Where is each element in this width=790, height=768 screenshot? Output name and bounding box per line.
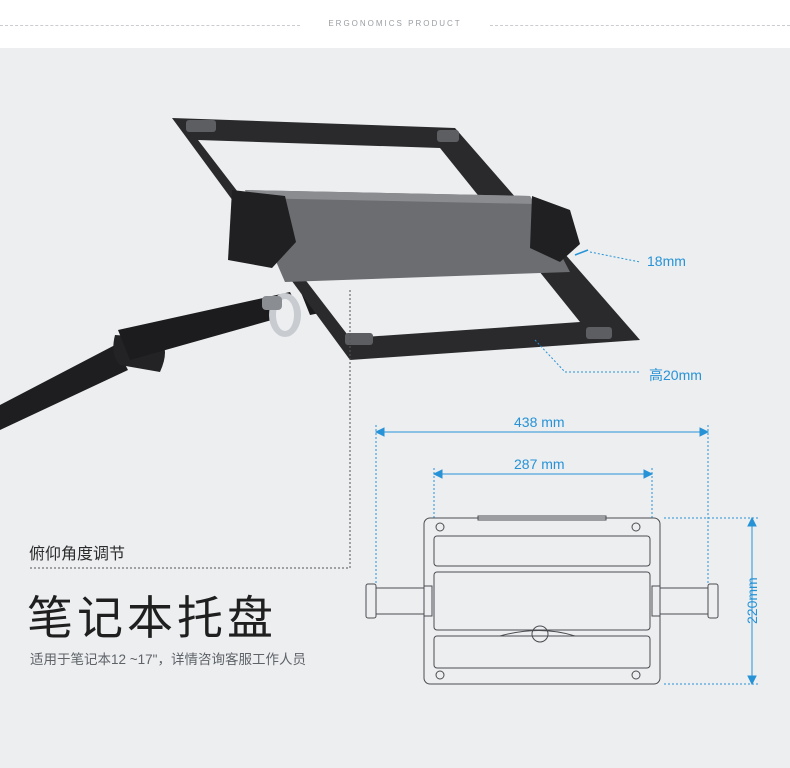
header-bar: ERGONOMICS PRODUCT <box>0 0 790 48</box>
inner-width-label: 287 mm <box>514 456 565 472</box>
feature-subtitle: 俯仰角度调节 <box>29 546 126 563</box>
header-divider-left <box>0 25 300 26</box>
tray-outline-drawing <box>365 515 719 685</box>
tray <box>172 118 640 360</box>
header-title: ERGONOMICS PRODUCT <box>328 19 462 28</box>
height-label: 高20mm <box>649 367 702 383</box>
depth-label: 220mm <box>744 577 760 624</box>
compatibility-caption: 适用于笔记本12 ~17"，详情咨询客服工作人员 <box>30 652 306 667</box>
header-divider-right <box>490 25 790 26</box>
product-title: 笔记本托盘 <box>27 592 277 644</box>
callouts <box>30 249 641 569</box>
outer-width-label: 438 mm <box>514 414 565 430</box>
thickness-label: 18mm <box>647 253 686 269</box>
dimension-lines <box>374 425 760 686</box>
